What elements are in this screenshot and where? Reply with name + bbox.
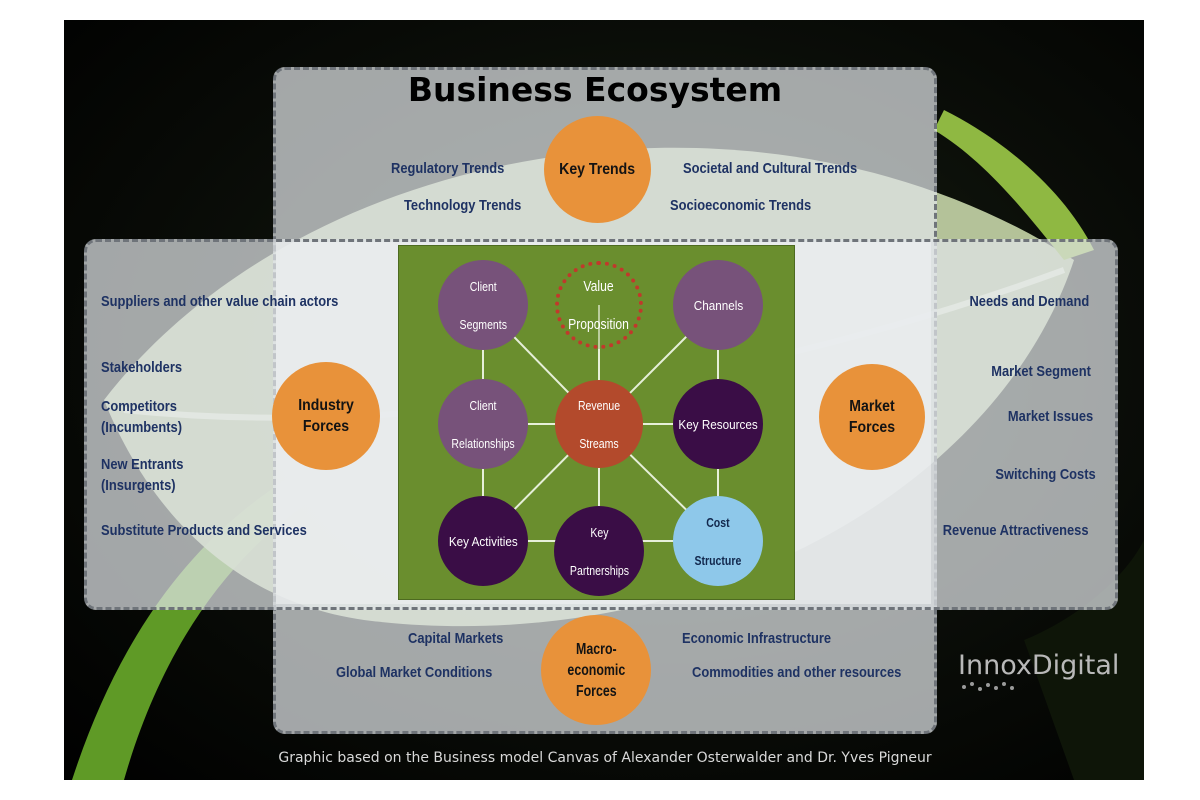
logo-text: InnoxDigital: [958, 650, 1120, 681]
page-title: Business Ecosystem: [407, 70, 783, 109]
company-logo: InnoxDigital: [958, 650, 1120, 691]
key-activities-node: Key Activities: [438, 496, 528, 586]
channels-node: Channels: [673, 260, 763, 350]
key-resources-node: Key Resources: [673, 379, 763, 469]
societal-trends-label: Societal and Cultural Trends: [683, 160, 858, 177]
market-forces-circle: Market Forces: [819, 364, 925, 470]
market-issues-label: Market Issues: [1007, 408, 1093, 425]
economic-infrastructure-label: Economic Infrastructure: [682, 630, 832, 647]
substitutes-label: Substitute Products and Services: [101, 522, 307, 539]
needs-demand-label: Needs and Demand: [969, 293, 1089, 310]
new-entrants-label: New Entrants(Insurgents): [101, 456, 184, 494]
credit-caption: Graphic based on the Business model Canv…: [278, 750, 932, 766]
commodities-label: Commodities and other resources: [692, 664, 902, 681]
market-segment-label: Market Segment: [991, 363, 1091, 380]
technology-trends-label: Technology Trends: [404, 197, 522, 214]
socioeconomic-trends-label: Socioeconomic Trends: [670, 197, 812, 214]
global-market-conditions-label: Global Market Conditions: [336, 664, 493, 681]
market-forces-title: Market Forces: [848, 398, 896, 436]
suppliers-label: Suppliers and other value chain actors: [101, 293, 339, 310]
key-trends-title: Key Trends: [559, 161, 636, 178]
industry-forces-title: Industry Forces: [298, 397, 354, 435]
revenue-attractiveness-label: Revenue Attractiveness: [943, 522, 1089, 539]
switching-costs-label: Switching Costs: [995, 466, 1096, 483]
industry-forces-circle: Industry Forces: [272, 362, 380, 470]
regulatory-trends-label: Regulatory Trends: [391, 160, 505, 177]
dot-pattern-icon: [962, 682, 1014, 691]
key-trends-circle: Key Trends: [544, 116, 651, 223]
stakeholders-label: Stakeholders: [101, 359, 183, 376]
competitors-label: Competitors(Incumbents): [101, 398, 182, 436]
capital-markets-label: Capital Markets: [408, 630, 504, 647]
